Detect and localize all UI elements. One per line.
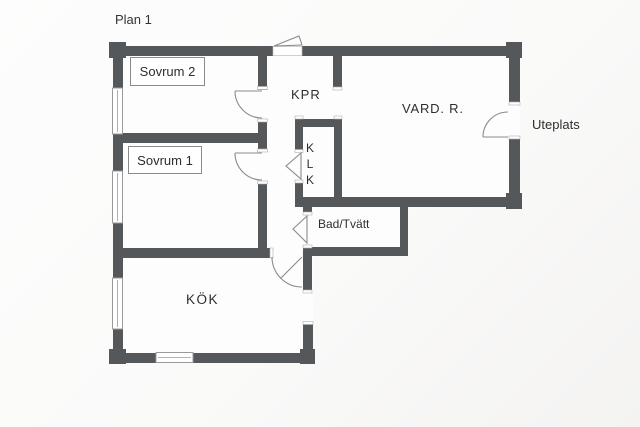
entrance-threshold: [272, 46, 303, 56]
room-label-uteplats: Uteplats: [532, 117, 580, 132]
floor-areas: [113, 46, 520, 363]
door-fold-bad-tvatt: [292, 214, 308, 245]
window-sovrum2: [112, 87, 123, 135]
door-arc-uteplats: [482, 111, 509, 138]
wall-kok-right-lower: [303, 322, 313, 363]
floor-kok: [113, 207, 313, 363]
wall-bedroom-divider: [113, 133, 267, 143]
jamb-cap: [508, 101, 521, 106]
window-kok-left: [112, 277, 123, 330]
wall-bedrooms-right-c: [258, 183, 267, 258]
jamb-cap: [257, 180, 268, 185]
jamb-cap: [257, 118, 268, 123]
klk-letter: K: [305, 141, 314, 155]
jamb-cap: [257, 86, 268, 90]
entrance-door-leaf: [273, 35, 303, 47]
corner-post-bottom-left: [109, 349, 126, 364]
wall-bad-bottom: [303, 247, 408, 256]
room-label-vardagsrum: VARD. R.: [402, 101, 464, 116]
room-label-bad-tvatt: Bad/Tvätt: [318, 217, 370, 231]
wall-right-exterior-a: [509, 46, 520, 105]
corner-post-top-right: [506, 42, 522, 58]
klk-letter: L: [306, 157, 314, 171]
jamb-cap: [269, 247, 274, 259]
window-kok-bottom: [155, 352, 194, 363]
plan-title: Plan 1: [115, 12, 152, 27]
corner-post-bottom-right: [300, 349, 315, 364]
door-arc-sovrum1: [234, 152, 263, 181]
door-arc-sovrum2: [234, 90, 263, 119]
wall-top-left: [113, 46, 273, 56]
window-sovrum1: [112, 170, 123, 224]
wall-kok-bottom: [113, 353, 313, 363]
wall-kpr-partition: [333, 56, 342, 90]
jamb-cap: [508, 135, 521, 140]
wall-klk-left-a: [295, 119, 303, 152]
wall-vardagsrum-bottom: [295, 197, 520, 207]
jamb-cap: [332, 86, 343, 91]
room-label-kpr: KPR: [291, 87, 321, 102]
jamb-cap: [302, 321, 314, 325]
room-label-klk: K L K: [303, 140, 317, 188]
jamb-cap: [294, 179, 304, 184]
wall-bad-left-a: [303, 207, 312, 215]
wall-top-right: [302, 46, 520, 56]
jamb-cap: [294, 115, 304, 120]
room-label-kok: KÖK: [186, 292, 220, 307]
wall-klk-top: [295, 119, 342, 127]
jamb-cap: [302, 244, 313, 249]
wall-bedrooms-right-a: [258, 56, 267, 90]
door-jamb-caps: [257, 86, 521, 325]
door-arc-kok: [271, 256, 303, 288]
jamb-cap: [302, 211, 313, 216]
klk-letter: K: [305, 173, 314, 187]
jamb-cap: [333, 115, 343, 120]
doors: [234, 35, 509, 288]
wall-klk-right: [334, 119, 342, 198]
wall-klk-left-b: [295, 180, 303, 198]
room-label-box-sovrum2: Sovrum 2: [130, 57, 205, 86]
wall-bad-left-b: [303, 245, 312, 293]
wall-kok-top: [113, 248, 273, 258]
windows: [112, 87, 194, 363]
door-fold-klk: [285, 151, 302, 181]
wall-right-exterior-b: [509, 137, 520, 207]
jamb-cap: [302, 289, 313, 294]
jamb-cap: [257, 148, 268, 153]
corner-post-right-bottom: [506, 193, 522, 209]
room-label-sovrum1: Sovrum 1: [137, 152, 193, 168]
jamb-cap: [294, 149, 304, 153]
wall-bedrooms-right-b: [258, 120, 267, 152]
corner-post-top-left: [109, 42, 126, 58]
room-label-sovrum2: Sovrum 2: [139, 64, 196, 79]
wall-bad-right: [400, 207, 408, 256]
room-label-box-sovrum1: Sovrum 1: [128, 146, 202, 174]
